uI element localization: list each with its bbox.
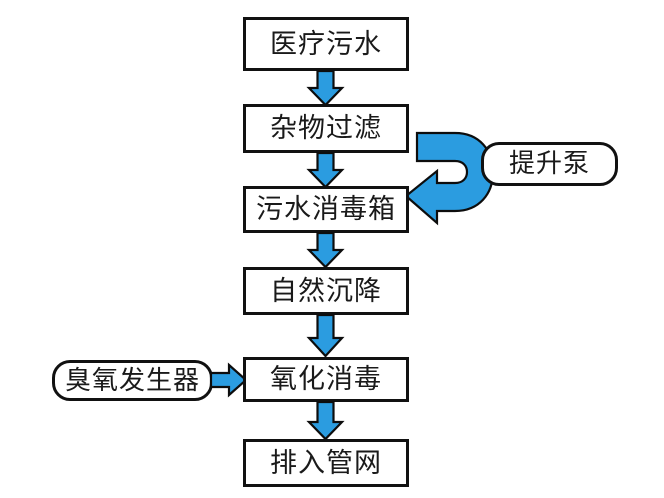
arrow-curved-lifting-pump-to-tank	[403, 130, 495, 226]
arrow-right-ozone-to-oxidation	[209, 362, 248, 398]
node-medical-wastewater[interactable]: 医疗污水	[243, 17, 409, 71]
node-oxidation-disinfection[interactable]: 氧化消毒	[243, 357, 409, 402]
node-ozone-generator[interactable]: 臭氧发生器	[52, 360, 213, 401]
node-label: 排入管网	[270, 447, 382, 479]
arrow-down-tank-to-sedimentation	[306, 231, 345, 269]
node-label: 氧化消毒	[270, 364, 382, 395]
node-discharge-to-pipe-network[interactable]: 排入管网	[243, 439, 409, 487]
node-label: 自然沉降	[270, 275, 382, 307]
node-label: 医疗污水	[270, 28, 382, 60]
node-label: 污水消毒箱	[256, 194, 396, 225]
node-lifting-pump[interactable]: 提升泵	[481, 142, 618, 186]
arrow-down-oxidation-to-discharge	[306, 400, 345, 441]
arrow-down-medical-to-filter	[306, 69, 345, 107]
node-sewage-disinfection-tank[interactable]: 污水消毒箱	[243, 186, 409, 233]
node-label: 提升泵	[508, 149, 590, 179]
arrow-down-sedimentation-to-oxidation	[306, 313, 345, 358]
arrow-down-filter-to-disinfection-tank	[306, 151, 345, 189]
node-label: 杂物过滤	[270, 113, 382, 144]
node-label: 臭氧发生器	[64, 365, 200, 396]
node-natural-sedimentation[interactable]: 自然沉降	[243, 267, 409, 315]
node-debris-filtration[interactable]: 杂物过滤	[243, 104, 409, 153]
